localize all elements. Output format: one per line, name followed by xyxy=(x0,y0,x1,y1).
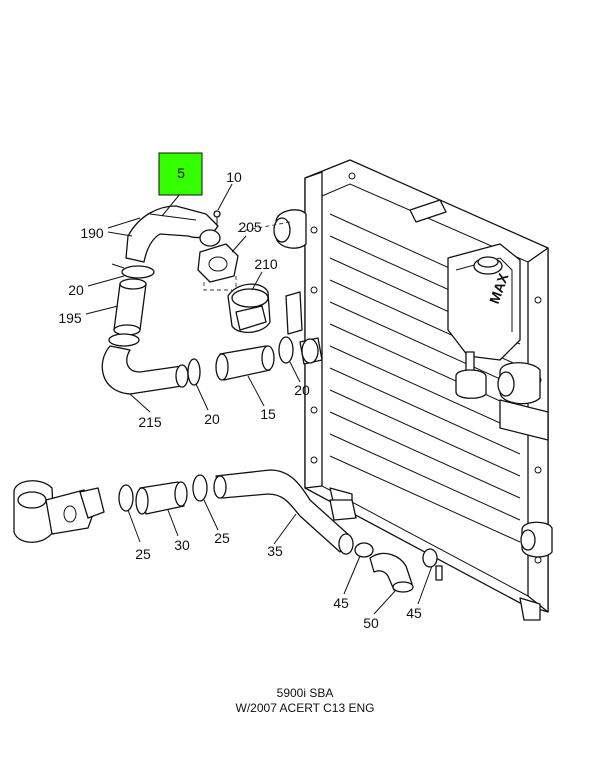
caption-model: 5900i SBA xyxy=(276,686,334,700)
radiator-assembly xyxy=(273,159,553,621)
clamp-lower-left xyxy=(108,333,140,347)
callout-10[interactable]: 10 xyxy=(226,169,242,185)
hose-50 xyxy=(369,552,414,593)
callout-20-right[interactable]: 20 xyxy=(294,382,310,398)
callout-205[interactable]: 205 xyxy=(238,219,262,235)
upper-elbow-tube xyxy=(125,205,221,263)
callout-45-left[interactable]: 45 xyxy=(333,595,349,611)
callout-labels: 5 10 190 205 210 20 195 215 20 15 20 25 … xyxy=(58,165,422,631)
clamp-45-left xyxy=(354,542,374,558)
callout-5[interactable]: 5 xyxy=(177,165,185,181)
hose-30 xyxy=(135,481,188,515)
caption-engine: W/2007 ACERT C13 ENG xyxy=(235,701,375,715)
callout-195[interactable]: 195 xyxy=(58,310,82,326)
tube-35 xyxy=(213,469,354,555)
callout-20-upper[interactable]: 20 xyxy=(68,282,84,298)
callout-15[interactable]: 15 xyxy=(260,406,276,422)
hose-15 xyxy=(215,345,275,381)
callout-210[interactable]: 210 xyxy=(254,256,278,272)
callout-50[interactable]: 50 xyxy=(363,615,379,631)
callout-45-right[interactable]: 45 xyxy=(406,605,422,621)
clamp-mid xyxy=(187,358,201,386)
hose-195 xyxy=(113,278,147,336)
clamp-right xyxy=(278,336,294,364)
callout-35[interactable]: 35 xyxy=(267,543,283,559)
callout-190[interactable]: 190 xyxy=(80,225,104,241)
gasket-flange xyxy=(197,243,239,283)
water-pump xyxy=(13,480,105,543)
thermostat-housing xyxy=(227,283,271,333)
callout-30[interactable]: 30 xyxy=(174,537,190,553)
clamp-45-right xyxy=(422,548,438,568)
surge-tank: MAX xyxy=(447,243,521,399)
clamp-25-right xyxy=(192,474,208,502)
callout-25-right[interactable]: 25 xyxy=(214,530,230,546)
callout-215[interactable]: 215 xyxy=(138,414,162,430)
bolt-10 xyxy=(213,210,221,226)
callout-25-left[interactable]: 25 xyxy=(135,546,151,562)
clamp-25-left xyxy=(118,484,134,512)
tube-215 xyxy=(101,345,189,395)
callout-20-mid[interactable]: 20 xyxy=(204,411,220,427)
clamp-upper xyxy=(111,263,155,279)
leader-lines xyxy=(85,183,433,615)
highlight-box xyxy=(158,152,203,196)
